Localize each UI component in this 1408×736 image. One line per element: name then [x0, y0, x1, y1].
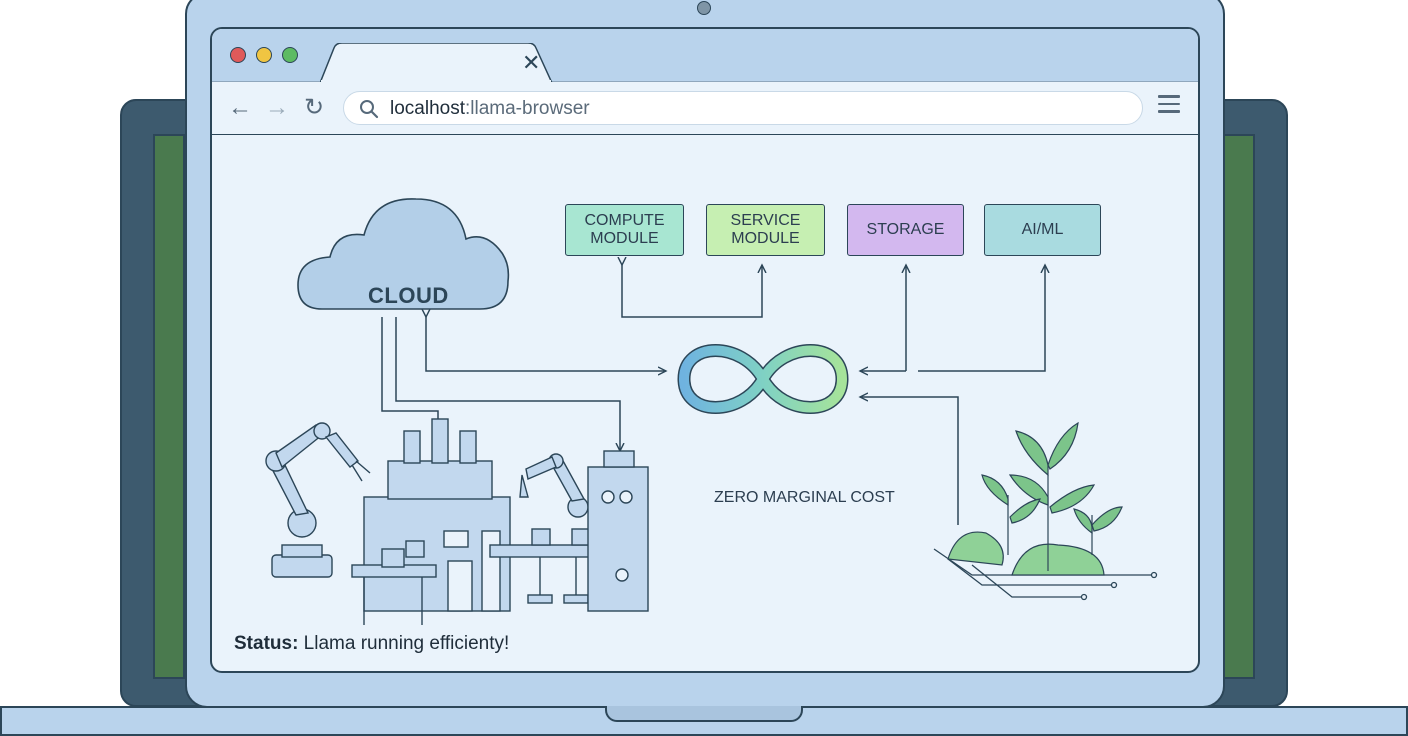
plant-illustration — [933, 421, 1158, 601]
status-line: Status: Llama running efficienty! — [234, 633, 509, 655]
ai-ml-label: AI/ML — [1021, 221, 1064, 238]
search-icon — [360, 100, 379, 119]
cloud-icon — [297, 198, 510, 310]
connector-lines — [265, 198, 1158, 625]
status-text: Llama running efficienty! — [298, 633, 510, 654]
factory-illustration — [265, 418, 649, 625]
minimize-window-button[interactable] — [256, 47, 272, 63]
forward-icon[interactable]: → — [265, 94, 289, 121]
close-window-button[interactable] — [230, 47, 246, 63]
storage-box[interactable]: STORAGE — [847, 204, 964, 256]
monitor-screen-edge-right — [1223, 134, 1255, 679]
laptop-base-notch — [605, 706, 803, 722]
address-bar[interactable]: localhost:llama-browser — [343, 91, 1143, 125]
maximize-window-button[interactable] — [282, 47, 298, 63]
url-host: localhost — [390, 98, 465, 119]
ai-ml-box[interactable]: AI/ML — [984, 204, 1101, 256]
cloud-label: CLOUD — [368, 283, 449, 308]
storage-label: STORAGE — [866, 221, 945, 238]
url-path: :llama-browser — [465, 98, 590, 119]
webcam — [697, 1, 711, 15]
zero-marginal-cost-label: ZERO MARGINAL COST — [714, 489, 895, 506]
url-text: localhost:llama-browser — [390, 98, 590, 120]
back-icon[interactable]: ← — [228, 94, 252, 121]
monitor-screen-edge-left — [153, 134, 185, 679]
browser-window: ✕ ← → ↻ localhost:llama-browser — [210, 27, 1200, 673]
status-label: Status: — [234, 633, 299, 654]
tab-close-icon[interactable]: ✕ — [522, 50, 541, 75]
menu-icon[interactable] — [1158, 95, 1180, 115]
reload-icon[interactable]: ↻ — [304, 94, 325, 121]
